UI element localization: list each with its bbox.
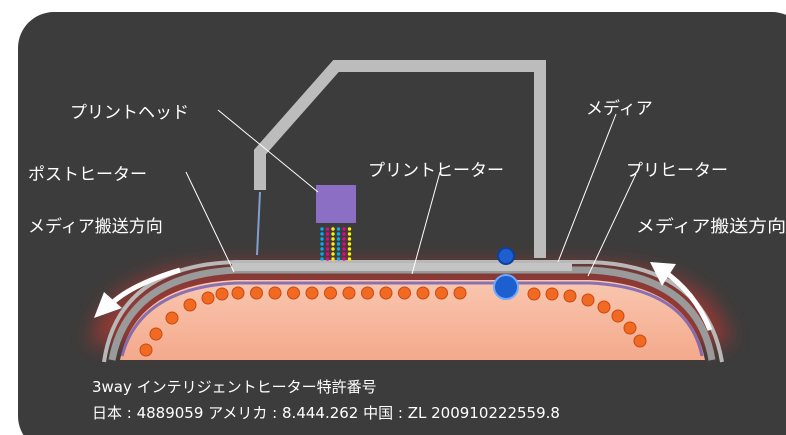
heater-dot [305,286,319,300]
heater-dot [379,286,393,300]
ink-droplet [320,242,324,246]
label-post-heater: ポストヒーター [28,165,147,185]
ink-droplet [325,252,330,256]
ink-droplet [336,232,341,236]
label-feed-direction-right: メディア搬送方向 [636,216,786,237]
ink-droplet [347,227,352,231]
ink-droplet [336,247,341,251]
pinch-roller-top [497,247,515,265]
heater-dot [453,286,467,300]
ink-droplet [347,232,352,236]
ink-droplet [342,247,346,251]
label-print-heater: プリントヒーター [368,161,504,181]
heater-inner-edge [120,281,704,357]
ink-droplets [320,227,352,261]
ink-droplet [342,252,346,256]
ink-droplet [336,252,341,256]
ink-droplet [342,237,346,241]
ink-droplet [331,237,335,241]
ink-droplet [331,252,335,256]
ink-droplet [336,257,341,261]
ink-droplet [347,247,352,251]
heater-dot [545,287,559,301]
leader-post-heater [185,171,235,273]
heater-plate [120,280,705,360]
heater-dot [183,298,197,312]
heater-dot [268,286,282,300]
ink-droplet [331,232,335,236]
ink-droplet [347,257,352,261]
ink-droplet [342,242,346,246]
ink-droplet [325,242,330,246]
heater-dot [416,286,430,300]
ink-droplet [342,227,346,231]
heater-dot [435,286,448,300]
ink-droplet [342,257,346,261]
ink-droplet [347,242,352,246]
leader-print-head [217,109,319,193]
heater-dot [527,287,541,301]
heater-dot [201,291,215,305]
nozzle-line [256,191,261,256]
heater-dot [581,293,595,307]
ink-droplet [320,252,324,256]
ink-droplet [331,257,335,261]
ink-droplet [336,237,341,241]
ink-droplet [347,237,352,241]
ink-droplet [331,242,335,246]
heater-dot [215,287,229,301]
heater-dot [398,286,411,300]
ink-droplet [320,237,324,241]
heater-dot [563,289,577,303]
print-head [316,185,356,223]
heater-elements [139,286,647,357]
heater-dot [250,286,263,300]
heater-dot [342,286,356,300]
patent-title: 3way インテリジェントヒーター特許番号 [92,378,377,396]
ink-droplet [320,232,324,236]
ink-droplet [325,232,330,236]
ink-droplet [325,247,330,251]
heater-dot [633,334,647,348]
ink-droplet [320,227,324,231]
label-media: メディア [586,98,653,119]
feed-arrowhead-right [650,262,676,286]
feed-arrowhead-left [94,292,122,318]
ink-droplet [336,227,341,231]
ink-droplet [320,247,324,251]
ink-droplet [325,227,330,231]
ink-droplet [336,242,341,246]
ink-droplet [342,232,346,236]
heater-dot [165,311,179,325]
gantry-frame [254,60,546,258]
ink-droplet [320,257,324,261]
heater-dot [324,286,337,300]
leader-print-heater [411,171,441,275]
heater-dot [611,309,625,323]
heater-dot [597,300,611,314]
label-feed-direction-left: メディア搬送方向 [28,216,163,237]
pinch-roller-bottom [493,274,519,300]
leader-pre-heater [587,173,637,277]
label-pre-heater: プリヒーター [626,161,728,181]
ink-droplet [331,227,335,231]
platen-bar [232,263,572,271]
heater-dot [361,286,374,300]
heater-dot [231,286,245,300]
leader-media [557,113,617,263]
ink-droplet [325,237,330,241]
heater-dot [287,286,300,300]
ink-droplet [331,247,335,251]
heater-dot [149,327,163,341]
ink-droplet [325,257,330,261]
ink-droplet [347,252,352,256]
label-print-head: プリントヘッド [70,103,189,123]
heater-dot [623,321,637,335]
heater-dot [139,343,153,357]
patent-numbers: 日本 : 4889059 アメリカ : 8.444.262 中国 : ZL 20… [92,404,560,422]
